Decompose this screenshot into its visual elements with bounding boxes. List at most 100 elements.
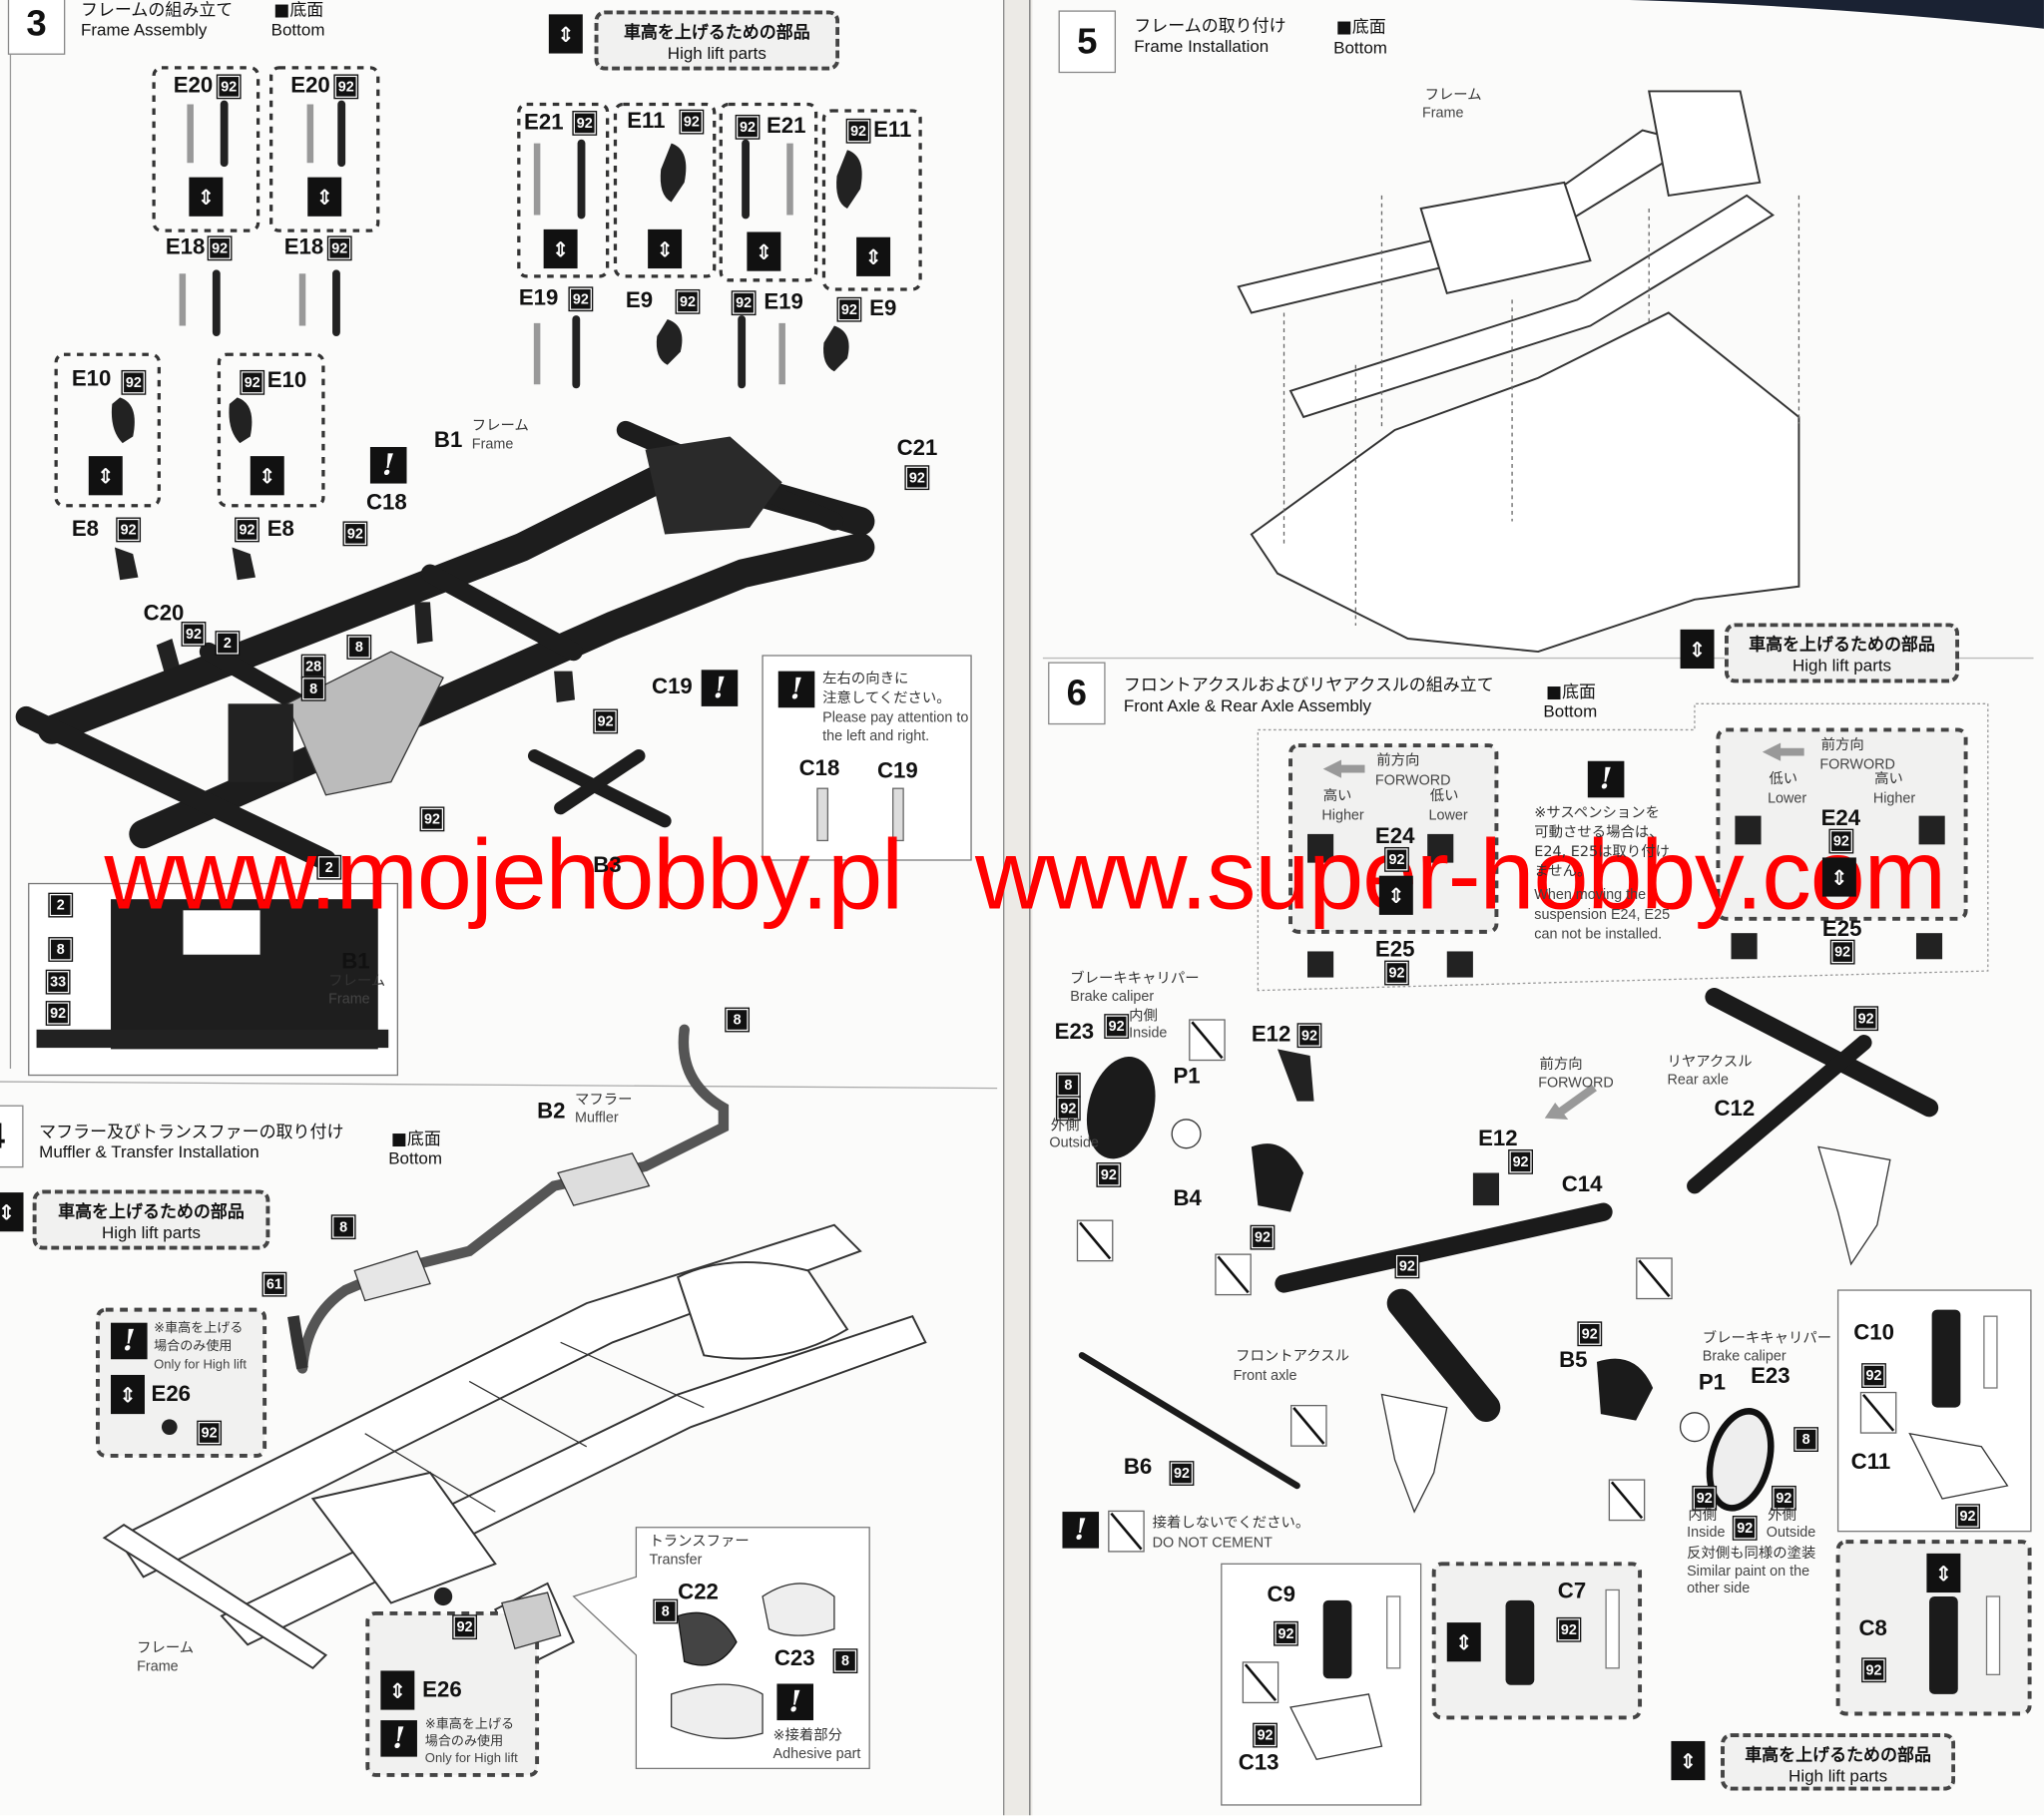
no-cement-icon: [1108, 1510, 1145, 1553]
paint-92: 92: [679, 109, 705, 135]
brake-caliper-en: Brake caliper: [1702, 1348, 1787, 1365]
no-cement-jp: 接着しないでください。: [1152, 1514, 1310, 1532]
part-B5: B5: [1559, 1347, 1588, 1373]
note-hl-only-en: Only for High lift: [424, 1751, 518, 1766]
high-lift-icon: ⇕: [189, 177, 224, 217]
part-C19: C19: [877, 758, 918, 783]
forward-label-en: FORWORD: [1538, 1075, 1614, 1092]
high-lift-legend-step5: 車高を上げるための部品 High lift parts: [1724, 623, 1960, 683]
part-E21: E21: [524, 109, 564, 135]
paint-8: 8: [346, 635, 372, 660]
frame-label-en: Frame: [137, 1658, 179, 1675]
part-E9: E9: [869, 295, 897, 321]
lower-label-en: Lower: [1428, 807, 1468, 824]
paint-92: 92: [207, 235, 233, 261]
muffler-can: [557, 1152, 651, 1206]
caution-icon: !: [777, 671, 815, 708]
paint-92: 92: [1384, 846, 1409, 872]
catalyst: [353, 1250, 431, 1302]
step5-view-en: Bottom: [1333, 37, 1387, 58]
paint-92: 92: [326, 235, 352, 261]
paint-92: 92: [836, 296, 862, 322]
part-C9: C9: [1267, 1582, 1295, 1607]
pin-parts-light: [179, 104, 793, 385]
similar-paint-en-2: other side: [1687, 1581, 1751, 1596]
step6-number: 6: [1048, 662, 1106, 725]
paint-92: 92: [197, 1420, 223, 1446]
paint-92: 92: [1556, 1616, 1582, 1642]
transfer-unit: [501, 1591, 562, 1650]
step4-title-en: Muffler & Transfer Installation: [39, 1141, 259, 1161]
transfer-label-jp: トランスファー: [649, 1532, 750, 1550]
no-cement-en: DO NOT CEMENT: [1152, 1535, 1273, 1552]
paint-92: 92: [1828, 828, 1854, 854]
step4-view-jp: ■底面: [390, 1130, 441, 1149]
note-susp-en-1: When moving the: [1534, 887, 1647, 904]
adhesive-en: Adhesive part: [772, 1746, 861, 1762]
no-cement-icon: [1859, 1391, 1897, 1434]
inside-jp: 内側: [1688, 1506, 1718, 1524]
step6-view-jp: ■底面: [1546, 682, 1597, 702]
part-E25: E25: [1374, 937, 1415, 962]
front-axle-en: Front axle: [1233, 1368, 1297, 1385]
brake-caliper-jp: ブレーキキャリパー: [1702, 1329, 1832, 1347]
no-cement-icon: [1215, 1253, 1252, 1296]
paint-92: 92: [904, 465, 930, 491]
paint-92: 92: [1853, 1006, 1879, 1032]
paint-92: 92: [675, 288, 701, 314]
part-C13: C13: [1238, 1750, 1279, 1775]
part-E10: E10: [71, 366, 112, 391]
paint-92: 92: [452, 1614, 478, 1640]
high-lift-icon: ⇕: [747, 231, 781, 271]
note-lr-en-1: Please pay attention to: [822, 709, 969, 726]
high-lift-en: High lift parts: [101, 1222, 202, 1242]
part-E21: E21: [766, 113, 806, 139]
high-lift-icon: ⇕: [856, 236, 891, 276]
part-E10: E10: [266, 367, 307, 393]
step6-view-en: Bottom: [1543, 700, 1598, 721]
part-E24: E24: [1820, 805, 1861, 830]
part-C20: C20: [143, 601, 185, 626]
adhesive-jp: ※接着部分: [772, 1726, 843, 1744]
note-susp-en-3: can not be installed.: [1534, 926, 1663, 943]
frame-label-en: Frame: [471, 436, 514, 453]
paint-92: 92: [1861, 1657, 1886, 1683]
bracket-parts: [111, 143, 862, 702]
part-E20: E20: [290, 73, 330, 98]
paint-92: 92: [121, 369, 147, 395]
high-lift-icon: ⇕: [1446, 1622, 1481, 1662]
paint-92: 92: [216, 74, 242, 100]
brake-disc-left: [1086, 1057, 1156, 1159]
part-C18: C18: [366, 490, 407, 515]
outside-en: Outside: [1049, 1135, 1099, 1151]
paint-92: 92: [1692, 1485, 1718, 1511]
part-B1: B1: [433, 427, 463, 453]
similar-paint-jp: 反対側も同様の塗装: [1687, 1544, 1816, 1562]
paint-8: 8: [330, 1214, 356, 1240]
part-E26: E26: [151, 1381, 192, 1407]
brake-disc-right: [1706, 1408, 1775, 1512]
outside-en: Outside: [1766, 1525, 1816, 1541]
high-lift-icon: ⇕: [111, 1374, 145, 1415]
step3-view-jp: ■底面: [273, 1, 324, 21]
muffler-pipe: [296, 1024, 730, 1374]
high-lift-icon: ⇕: [1671, 1740, 1706, 1781]
high-lift-icon: ⇕: [307, 177, 342, 217]
part-E8: E8: [71, 516, 99, 542]
part-B3: B3: [593, 852, 622, 878]
transfer-case-detail: [670, 1683, 764, 1739]
brake-caliper-en: Brake caliper: [1070, 989, 1155, 1006]
pin-parts: [212, 100, 751, 389]
high-lift-legend-step4: 車高を上げるための部品 High lift parts: [32, 1189, 270, 1250]
lower-label-jp: 低い: [1429, 786, 1459, 804]
step5-body-tub: [1250, 311, 1800, 654]
note-lr-en-2: the left and right.: [822, 728, 930, 744]
similar-paint-en-1: Similar paint on the: [1687, 1564, 1810, 1580]
no-cement-icon: [1636, 1257, 1673, 1300]
high-lift-jp: 車高を上げるための部品: [1745, 1746, 1931, 1766]
part-E19: E19: [518, 285, 559, 310]
paint-8: 8: [48, 937, 74, 962]
part-B6: B6: [1123, 1454, 1153, 1480]
engine-mount: [228, 703, 293, 782]
note-hl-only-jp-1: ※車高を上げる: [424, 1717, 515, 1732]
